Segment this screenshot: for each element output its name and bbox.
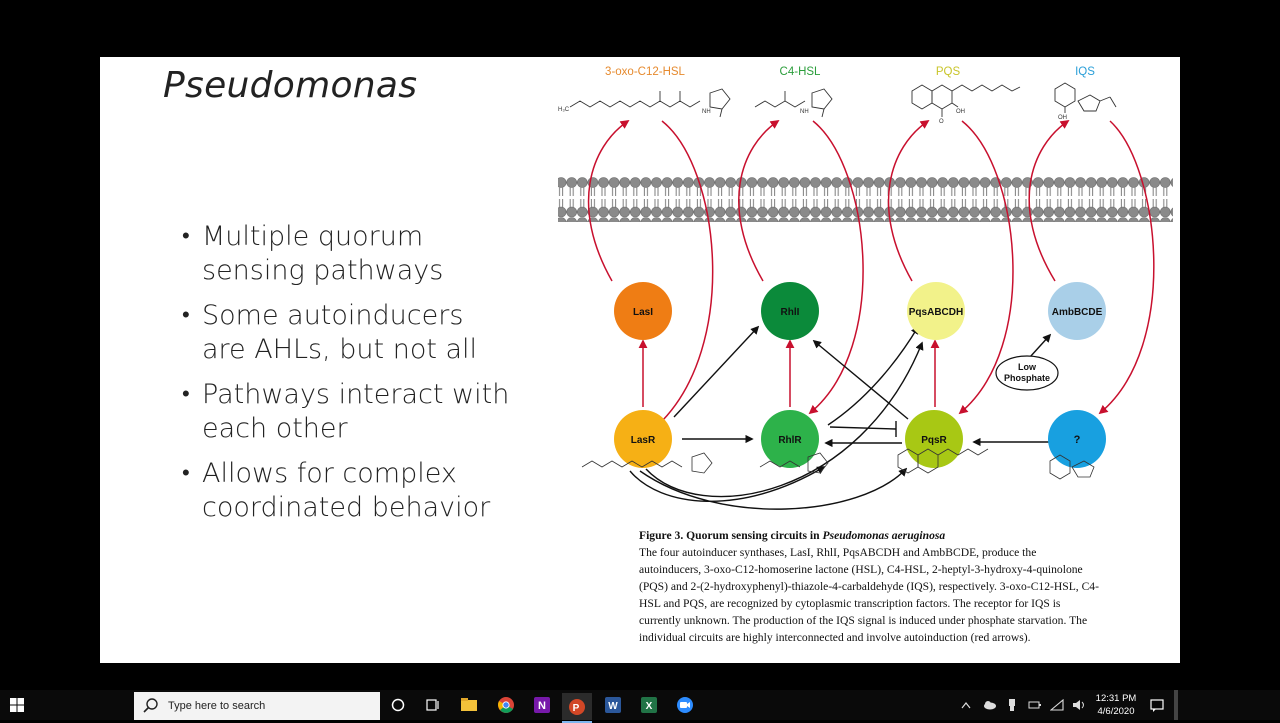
signal-label-c4-hsl: C4-HSL xyxy=(780,66,822,78)
show-hidden-icons-button[interactable] xyxy=(958,690,974,720)
node-label: RhlR xyxy=(778,435,802,446)
excel-button[interactable]: X xyxy=(634,693,664,717)
search-input[interactable] xyxy=(166,699,370,713)
onenote-icon: N xyxy=(534,697,550,713)
cortana-button[interactable] xyxy=(383,693,413,717)
bullet-item: Multiple quorum sensing pathways xyxy=(182,220,512,288)
bullet-list: Multiple quorum sensing pathways Some au… xyxy=(182,220,512,536)
quorum-sensing-diagram: 3-oxo-C12-HSL C4-HSL PQS IQS H₃C NH NH xyxy=(558,66,1173,510)
slide: Pseudomonas Multiple quorum sensing path… xyxy=(100,57,1180,663)
notification-icon xyxy=(1150,698,1164,712)
word-letter: W xyxy=(608,701,618,712)
low-phosphate-line1: Low xyxy=(1018,362,1037,372)
chem-label: NH xyxy=(702,109,711,115)
chem-label: H₃C xyxy=(558,107,570,113)
word-button[interactable]: W xyxy=(598,693,628,717)
chem-label: OH xyxy=(1058,115,1067,121)
bound-ligand-structures xyxy=(581,448,1095,480)
powerpoint-icon: P xyxy=(569,698,585,715)
slide-title: Pseudomonas xyxy=(163,65,418,106)
node-label: RhlI xyxy=(781,307,800,318)
node-pqsabcdh: PqsABCDH xyxy=(907,282,965,340)
structure-pqs: OH O xyxy=(911,84,1021,125)
show-desktop-button[interactable] xyxy=(1174,690,1178,720)
bullet-item: Some autoinducers are AHLs, but not all xyxy=(182,299,512,367)
zoom-button[interactable] xyxy=(670,693,700,717)
battery-tray-button[interactable] xyxy=(1026,690,1044,720)
chrome-icon xyxy=(498,697,514,713)
structure-c4-hsl: NH xyxy=(754,88,833,118)
speaker-icon xyxy=(1073,700,1084,710)
notification-center-button[interactable] xyxy=(1146,690,1168,720)
structure-oxo-c12-hsl: H₃C NH xyxy=(558,88,731,118)
task-view-button[interactable] xyxy=(418,693,448,717)
low-phosphate-condition: Low Phosphate xyxy=(995,355,1059,391)
word-icon: W xyxy=(605,697,621,713)
battery-icon xyxy=(1028,701,1041,709)
taskbar-search[interactable] xyxy=(134,692,380,720)
windows-taskbar: N P W X 12:31 PM 4/6/2020 xyxy=(0,690,1280,723)
windows-logo-icon xyxy=(10,698,24,712)
onenote-button[interactable]: N xyxy=(527,693,557,717)
node-label: PqsABCDH xyxy=(909,307,963,318)
zoom-icon xyxy=(677,697,693,713)
file-explorer-icon xyxy=(461,698,477,711)
usb-icon xyxy=(1009,699,1015,711)
onedrive-tray-button[interactable] xyxy=(980,690,1000,720)
wifi-tray-button[interactable] xyxy=(1048,690,1066,720)
node-label: LasI xyxy=(633,307,653,318)
chem-label: O xyxy=(939,119,944,125)
powerpoint-button[interactable]: P xyxy=(562,693,592,723)
clock-date: 4/6/2020 xyxy=(1097,706,1135,717)
node-label: PqsR xyxy=(921,435,947,446)
caption-title-species: Pseudomonas aeruginosa xyxy=(822,529,946,542)
bullet-item: Pathways interact with each other xyxy=(182,378,512,446)
node-pqsr: PqsR xyxy=(905,410,963,468)
node-lasi: LasI xyxy=(614,282,672,340)
cloud-icon xyxy=(984,701,996,710)
low-phosphate-line2: Phosphate xyxy=(1004,373,1050,383)
node-lasr: LasR xyxy=(614,410,672,468)
node-ambbcde: AmbBCDE xyxy=(1048,282,1106,340)
node-label: AmbBCDE xyxy=(1052,307,1103,318)
wifi-icon xyxy=(1050,699,1064,711)
taskbar-clock[interactable]: 12:31 PM 4/6/2020 xyxy=(1088,692,1144,718)
chrome-button[interactable] xyxy=(491,693,521,717)
regulation-arrows xyxy=(629,325,1052,510)
caption-body: The four autoinducer synthases, LasI, Rh… xyxy=(639,546,1099,644)
structure-iqs: OH xyxy=(1054,82,1117,121)
node-label: LasR xyxy=(631,435,656,446)
node-rhli: RhlI xyxy=(761,282,819,340)
start-button[interactable] xyxy=(0,690,34,720)
autoinduction-arrows xyxy=(587,119,1155,427)
chem-label: NH xyxy=(800,109,809,115)
search-icon xyxy=(143,698,158,713)
onenote-letter: N xyxy=(538,700,546,712)
excel-icon: X xyxy=(641,697,657,713)
excel-letter: X xyxy=(646,701,653,712)
figure-caption: Figure 3. Quorum sensing circuits in Pse… xyxy=(639,527,1099,646)
signal-label-iqs: IQS xyxy=(1075,66,1095,78)
file-explorer-button[interactable] xyxy=(454,693,484,717)
chevron-up-icon xyxy=(961,702,971,709)
chem-label: OH xyxy=(956,109,965,115)
task-view-icon xyxy=(426,699,439,711)
node-rhlr: RhlR xyxy=(761,410,819,468)
caption-title-prefix: Figure 3. Quorum sensing circuits in xyxy=(639,529,823,542)
usb-tray-button[interactable] xyxy=(1004,690,1020,720)
bullet-item: Allows for complex coordinated behavior xyxy=(182,457,512,525)
signal-label-pqs: PQS xyxy=(936,66,961,78)
caption-title: Figure 3. Quorum sensing circuits in Pse… xyxy=(639,529,945,542)
signal-label-oxo-c12-hsl: 3-oxo-C12-HSL xyxy=(605,66,685,78)
volume-tray-button[interactable] xyxy=(1070,690,1088,720)
clock-time: 12:31 PM xyxy=(1095,693,1137,704)
cell-membrane xyxy=(558,177,1173,222)
cortana-icon xyxy=(391,698,405,712)
node-label: ? xyxy=(1074,434,1081,446)
powerpoint-letter: P xyxy=(573,703,580,714)
node-unknown-receptor: ? xyxy=(1048,410,1106,468)
